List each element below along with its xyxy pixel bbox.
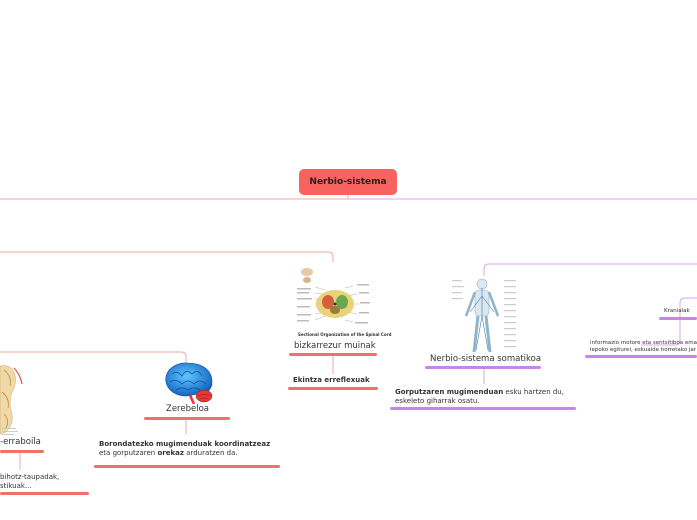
reflex-underline	[288, 387, 378, 390]
spinal-cord-label[interactable]: bizkarrezur muinak	[294, 341, 376, 351]
info-desc-l2: lepoko egiturei, eskualde horretako jar	[590, 347, 697, 353]
info-description[interactable]: informazio motore eta sentsitiboa ema le…	[590, 340, 697, 354]
medulla-underline	[0, 450, 44, 453]
cerebellum-desc-l2a: eta gorputzaren	[99, 449, 158, 457]
cerebellum-desc-underline	[94, 465, 280, 468]
somatic-description[interactable]: Gorputzaren mugimenduan esku hartzen du,…	[395, 388, 595, 406]
spinal-image-caption: Sectional Organization of the Spinal Cor…	[298, 332, 392, 337]
central-topic[interactable]: Nerbio-sistema	[299, 169, 397, 195]
cerebellum-desc-bold: Borondatezko mugimenduak koordinatzeaz	[99, 440, 271, 448]
spinal-cord-underline	[289, 353, 377, 356]
info-desc-l1: informazio motore eta sentsitiboa ema	[590, 340, 697, 346]
cranial-underline	[659, 317, 697, 320]
medulla-description[interactable]: bihotz-taupadak, stikuak...	[0, 473, 90, 491]
somatic-label[interactable]: Nerbio-sistema somatikoa	[430, 354, 542, 364]
medulla-desc-l1: bihotz-taupadak,	[0, 473, 60, 481]
somatic-desc-line2: eskeleto gihar	[395, 397, 445, 405]
somatic-body-image	[450, 276, 518, 356]
cerebellum-desc-bold2: orekaz	[157, 449, 184, 457]
medulla-label[interactable]: -erraboila	[0, 437, 41, 447]
somatic-desc-rest: esku hartzen du,	[503, 388, 564, 396]
somatic-desc-bold: Gorputzaren mugimenduan	[395, 388, 504, 396]
medulla-image	[0, 362, 26, 438]
reflex-label[interactable]: Ekintza erreflexuak	[293, 376, 370, 384]
cranial-label[interactable]: Kranialak	[664, 308, 690, 314]
cerebellum-underline	[144, 417, 230, 420]
medulla-desc-l2: stikuak...	[0, 482, 32, 490]
somatic-desc-underline	[390, 407, 576, 410]
cerebellum-description[interactable]: Borondatezko mugimenduak koordinatzeaz e…	[99, 440, 299, 458]
somatic-desc-line2b: rak osatu.	[444, 397, 480, 405]
medulla-desc-underline	[0, 492, 89, 495]
cerebellum-desc-l2b: arduratzen da.	[183, 449, 238, 457]
spinal-cord-image	[295, 262, 371, 338]
cerebellum-label[interactable]: Zerebeloa	[166, 404, 209, 414]
cerebellum-brain-image	[165, 362, 213, 404]
somatic-underline	[425, 366, 541, 369]
info-underline	[585, 355, 697, 358]
